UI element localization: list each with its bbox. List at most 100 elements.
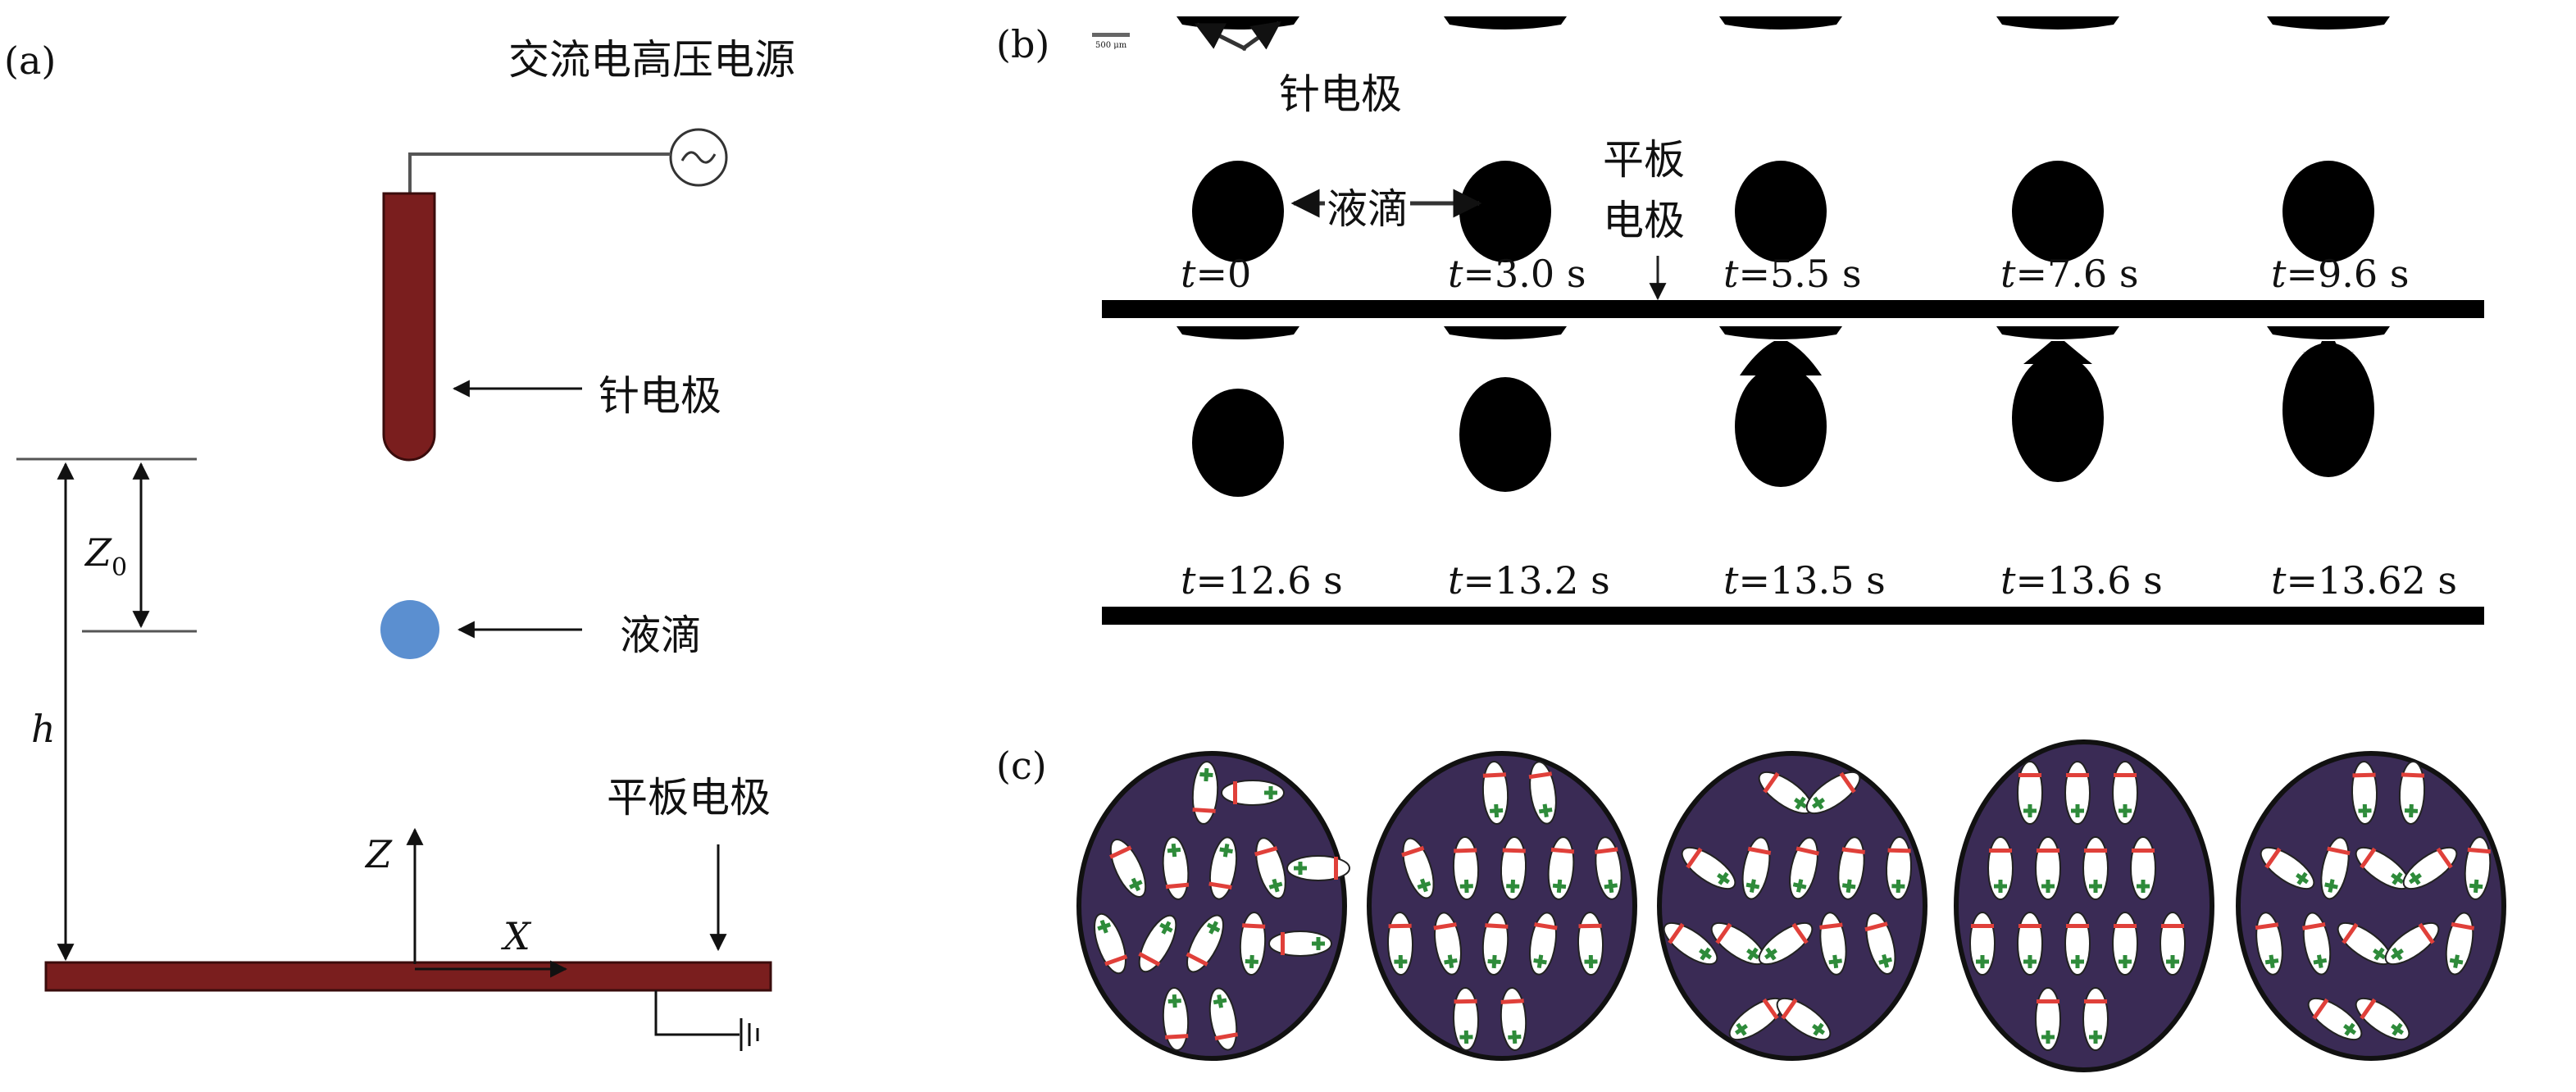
- plus-icon: [1828, 954, 1842, 969]
- dipole: [1452, 836, 1480, 900]
- dipole: [2398, 761, 2426, 825]
- negative-charge-band: [2401, 772, 2425, 778]
- plus-icon: [2071, 804, 2084, 817]
- plus-icon: [1717, 871, 1731, 885]
- negative-charge-band: [2418, 922, 2435, 944]
- plus-icon: [2041, 1031, 2055, 1044]
- plus-icon: [1878, 953, 1892, 968]
- negative-charge-band: [1887, 848, 1911, 853]
- plus-icon: [1811, 796, 1825, 810]
- droplet-cross-section: [1657, 751, 1927, 1061]
- polarization-cell-5: [2236, 751, 2506, 1061]
- negative-charge-band: [1781, 998, 1798, 1020]
- plus-icon: [2137, 880, 2150, 893]
- plus-icon: [1994, 880, 2007, 893]
- droplet-label: 液滴: [620, 612, 702, 659]
- plus-icon: [2358, 803, 2372, 818]
- dipole: [2384, 921, 2440, 966]
- polarization-cell-1: [1076, 751, 1350, 1061]
- dipole: [2112, 912, 2138, 976]
- negative-charge-band: [1841, 847, 1865, 854]
- negative-charge-band: [1214, 1032, 1239, 1041]
- dipole: [1433, 912, 1462, 976]
- negative-charge-band: [1971, 924, 1994, 928]
- svg-text:500 μm: 500 μm: [1095, 41, 1127, 50]
- dipole: [2255, 912, 2283, 976]
- negative-charge-band: [2436, 847, 2453, 869]
- negative-charge-band: [2255, 922, 2279, 930]
- plus-icon: [1745, 879, 1760, 893]
- droplet-cross-section: [1076, 751, 1347, 1061]
- negative-charge-band: [1839, 771, 1856, 794]
- scale-bar: 500 μm: [1092, 33, 1130, 50]
- plate-electrode-row2: [1102, 607, 2484, 625]
- plus-icon: [2119, 804, 2132, 817]
- droplet-cross-section: [1367, 751, 1637, 1061]
- negative-charge-band: [1795, 846, 1819, 856]
- plus-icon: [2089, 880, 2102, 893]
- z-axis-label: Z: [364, 832, 393, 876]
- dipole: [1208, 836, 1238, 900]
- time-label: t=9.6 s: [2271, 252, 2409, 296]
- dipole: [1254, 837, 1286, 899]
- droplet-image: [1735, 366, 1827, 487]
- power-wire: [408, 152, 671, 193]
- needle-tip: [1444, 326, 1567, 339]
- dipole: [1481, 912, 1509, 976]
- plus-icon: [2041, 880, 2055, 893]
- frame-r2-2: t=13.5 s: [1719, 326, 1886, 603]
- negative-charge-band: [1186, 952, 1208, 967]
- dipole: [1837, 836, 1865, 900]
- frame-r1-1: t=3.0 s: [1444, 16, 1586, 296]
- droplet-image: [1459, 161, 1551, 262]
- plus-icon: [1167, 994, 1181, 1008]
- negative-charge-band: [1208, 881, 1232, 890]
- negative-charge-band: [1334, 857, 1338, 880]
- negative-charge-band: [2360, 998, 2377, 1020]
- dipole: [2445, 912, 2475, 976]
- plate-electrode-row1: [1102, 300, 2484, 318]
- plus-icon: [1245, 954, 1258, 969]
- negative-charge-band: [2066, 924, 2089, 928]
- negative-charge-band: [2467, 847, 2491, 854]
- negative-charge-band: [1281, 932, 1285, 955]
- negative-charge-band: [1192, 808, 1216, 813]
- plus-icon: [1206, 921, 1221, 935]
- negative-charge-band: [1454, 848, 1477, 853]
- negative-charge-band: [1578, 923, 1602, 929]
- needle-pointer-arrow-left: [1194, 22, 1248, 52]
- plus-icon: [1097, 919, 1112, 934]
- negative-charge-band: [1165, 882, 1190, 890]
- ac-source-icon: [669, 128, 728, 187]
- plus-icon: [1129, 877, 1143, 892]
- negative-charge-band: [2360, 847, 2377, 869]
- negative-charge-band: [2084, 849, 2107, 853]
- negative-charge-band: [2018, 924, 2041, 928]
- negative-charge-band: [1550, 847, 1575, 854]
- negative-charge-band: [2342, 922, 2359, 944]
- plus-icon: [1552, 879, 1567, 894]
- plus-icon: [1812, 1022, 1826, 1036]
- dipole: [1885, 836, 1913, 900]
- dipole: [1819, 912, 1847, 976]
- frame-r2-1: t=13.2 s: [1444, 326, 1610, 603]
- dipole: [1969, 912, 1996, 976]
- needle-electrode-label-b: 针电极: [1279, 71, 1402, 118]
- dipole: [2064, 761, 2091, 825]
- z0-label: Z0: [84, 530, 127, 582]
- dipole: [1528, 761, 1557, 825]
- dipole: [1162, 987, 1190, 1051]
- plus-icon: [1417, 878, 1431, 893]
- dipole: [2402, 846, 2458, 890]
- plus-icon: [2089, 1031, 2102, 1044]
- dipole: [2351, 761, 2378, 825]
- dipole: [2064, 912, 2091, 976]
- needle-tip: [1996, 16, 2119, 30]
- negative-charge-band: [1819, 922, 1843, 930]
- droplet-image: [1192, 161, 1284, 262]
- plus-icon: [1219, 843, 1233, 858]
- negative-charge-band: [1433, 922, 1457, 930]
- negative-charge-band: [2037, 999, 2059, 1003]
- dipole: [2017, 912, 2043, 976]
- dipole: [2160, 912, 2186, 976]
